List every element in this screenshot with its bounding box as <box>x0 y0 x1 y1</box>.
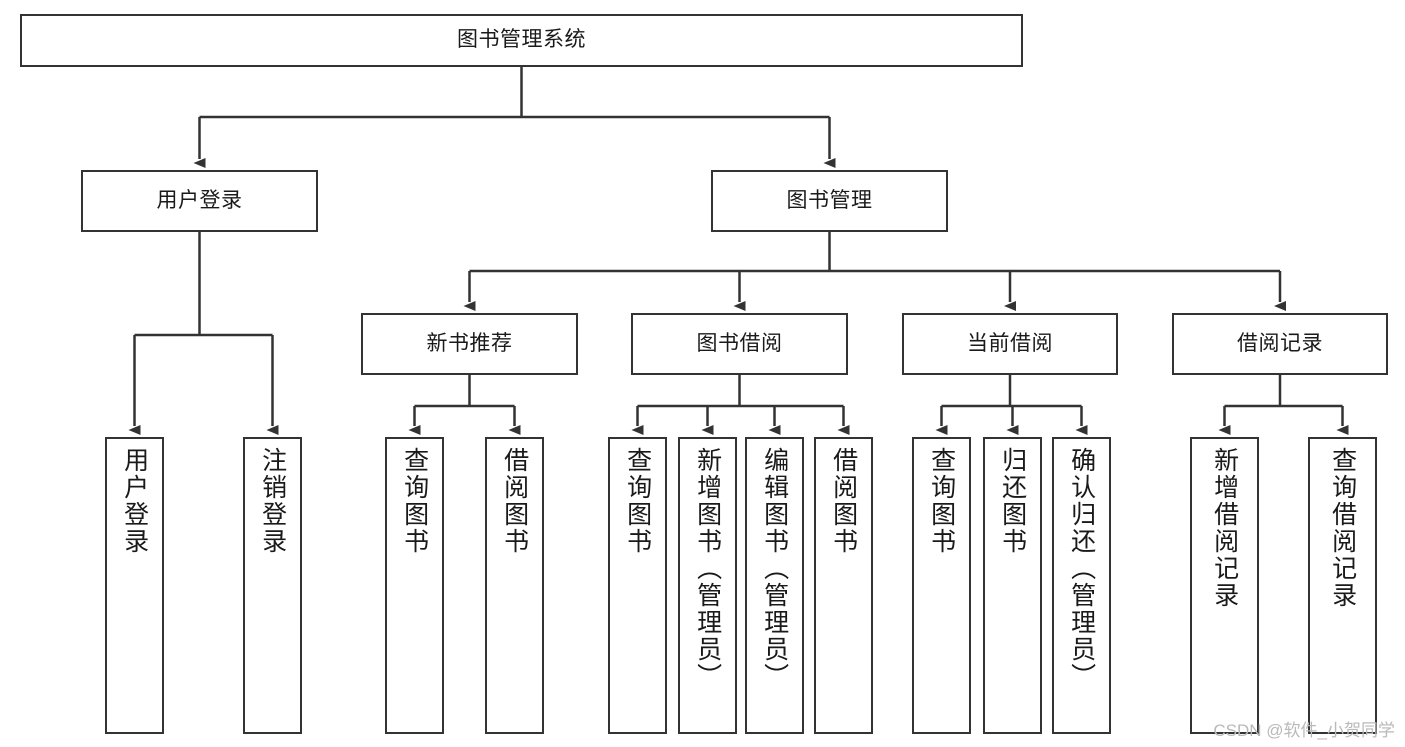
leaf-add-book-admin[interactable]: 新增图书（管理员） <box>678 437 737 734</box>
node-label: 新增图书（管理员） <box>693 447 722 690</box>
leaf-user-login[interactable]: 用户登录 <box>105 437 164 734</box>
node-label: 编辑图书（管理员） <box>760 447 789 690</box>
leaf-query-books-recommend[interactable]: 查询图书 <box>385 437 444 734</box>
node-current-borrowing[interactable]: 当前借阅 <box>902 313 1118 375</box>
leaf-logout[interactable]: 注销登录 <box>243 437 302 734</box>
node-label: 用户登录 <box>156 188 243 212</box>
node-label: 查询图书 <box>623 447 652 555</box>
node-label: 查询借阅记录 <box>1328 447 1357 609</box>
csdn-watermark: CSDN @软件_小贺同学 <box>1213 721 1395 740</box>
node-label: 借阅记录 <box>1237 331 1323 355</box>
node-book-management[interactable]: 图书管理 <box>711 170 948 232</box>
leaf-edit-book-admin[interactable]: 编辑图书（管理员） <box>745 437 804 734</box>
leaf-query-borrowing-record[interactable]: 查询借阅记录 <box>1308 437 1377 734</box>
node-label: 新增借阅记录 <box>1210 447 1239 609</box>
leaf-add-borrowing-record[interactable]: 新增借阅记录 <box>1190 437 1259 734</box>
node-root-book-management-system[interactable]: 图书管理系统 <box>20 14 1023 67</box>
node-label: 归还图书 <box>998 447 1027 555</box>
leaf-return-books[interactable]: 归还图书 <box>983 437 1042 734</box>
node-borrowing-records[interactable]: 借阅记录 <box>1172 313 1388 375</box>
leaf-borrow-books[interactable]: 借阅图书 <box>814 437 873 734</box>
leaf-confirm-return-admin[interactable]: 确认归还（管理员） <box>1052 437 1111 734</box>
node-label: 确认归还（管理员） <box>1067 447 1096 690</box>
node-label: 查询图书 <box>927 447 956 555</box>
leaf-query-books-current[interactable]: 查询图书 <box>912 437 971 734</box>
leaf-borrow-books-recommend[interactable]: 借阅图书 <box>485 437 544 734</box>
node-label: 用户登录 <box>120 447 149 555</box>
node-label: 借阅图书 <box>829 447 858 555</box>
node-label: 当前借阅 <box>967 331 1053 355</box>
node-label: 注销登录 <box>258 447 287 555</box>
node-label: 图书管理系统 <box>457 28 586 52</box>
node-new-book-recommendation[interactable]: 新书推荐 <box>361 313 578 375</box>
node-label: 新书推荐 <box>426 331 513 355</box>
node-label: 查询图书 <box>400 447 429 555</box>
node-label: 图书借阅 <box>696 331 783 355</box>
leaf-query-books-borrowing[interactable]: 查询图书 <box>608 437 667 734</box>
node-user-login[interactable]: 用户登录 <box>81 170 318 232</box>
node-label: 借阅图书 <box>500 447 529 555</box>
node-label: 图书管理 <box>786 188 873 212</box>
node-book-borrowing[interactable]: 图书借阅 <box>631 313 848 375</box>
